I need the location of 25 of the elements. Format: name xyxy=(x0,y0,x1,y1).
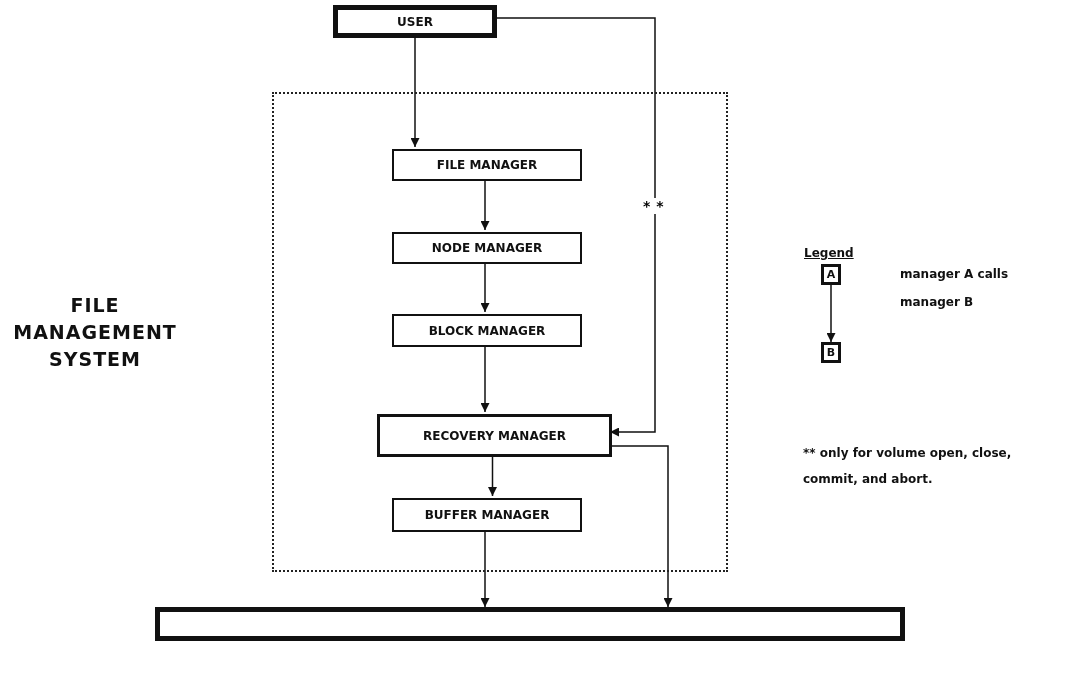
arrow xyxy=(826,284,836,343)
dotted-boundary xyxy=(272,92,728,572)
title: FILE MANAGEMENT SYSTEM xyxy=(12,293,178,372)
box-label: FILE MANAGER xyxy=(436,158,538,172)
box-label: A xyxy=(826,268,836,281)
box-label: BLOCK MANAGER xyxy=(428,323,546,338)
note: ** only for volume open, close, commit, and abort. xyxy=(803,445,1013,488)
process-box xyxy=(333,5,497,38)
box-label: BUFFER MANAGER xyxy=(424,508,550,522)
process-box xyxy=(377,414,612,457)
box-label: USER xyxy=(397,14,433,29)
process-box xyxy=(821,342,841,363)
process-box xyxy=(392,149,582,181)
process-box xyxy=(392,314,582,347)
box-label: RECOVERY MANAGER xyxy=(423,428,566,443)
box-label: B xyxy=(826,346,836,359)
process-box xyxy=(392,232,582,264)
process-box xyxy=(821,264,841,285)
legend-text: manager A calls manager B xyxy=(900,266,1010,311)
arrow xyxy=(496,17,656,437)
system-box xyxy=(155,607,905,641)
arrow xyxy=(410,37,420,148)
process-box xyxy=(392,498,582,532)
legend-heading: Legend xyxy=(804,245,855,262)
box-label: NODE MANAGER xyxy=(431,241,543,255)
